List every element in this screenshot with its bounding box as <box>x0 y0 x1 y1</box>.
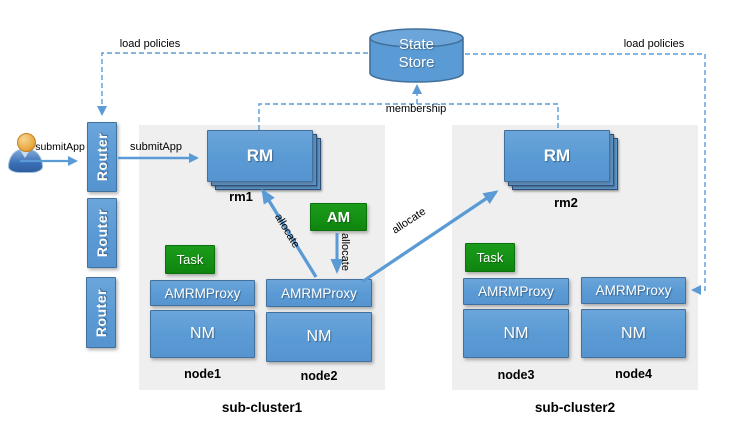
rm2-box: RM <box>504 130 610 182</box>
node1-name: node1 <box>184 367 221 381</box>
amrmproxy-label-node3: AMRMProxy <box>478 284 554 299</box>
rm1-name: rm1 <box>229 189 253 204</box>
sub-cluster2-label: sub-cluster2 <box>534 400 616 415</box>
sub-cluster1-label: sub-cluster1 <box>221 400 303 415</box>
amrmproxy-label-node1: AMRMProxy <box>164 285 241 301</box>
nm-box-node2: NM <box>266 312 372 362</box>
nm-box-node1: NM <box>150 310 255 358</box>
person-collar <box>20 150 30 158</box>
nm-box-node4: NM <box>581 309 686 358</box>
state-store-line1: State <box>398 36 435 53</box>
node3-name: node3 <box>497 368 535 382</box>
state-store-label: State Store <box>368 36 465 72</box>
person-head <box>17 133 36 152</box>
nm-box-node3: NM <box>463 309 569 358</box>
nm-label-node1: NM <box>190 325 215 342</box>
allocate-label-am: allocate <box>339 233 351 271</box>
load-policies-right-label: load policies <box>623 38 685 50</box>
database-icon <box>369 28 464 83</box>
router-label-3: Router <box>93 288 109 337</box>
nm-label-node3: NM <box>503 324 529 342</box>
nm-label-node4: NM <box>621 324 646 342</box>
node2-name: node2 <box>300 369 338 383</box>
amrmproxy-box-node3: AMRMProxy <box>463 278 569 305</box>
router-box-2: Router <box>87 198 117 268</box>
load-policies-left-label: load policies <box>119 38 181 50</box>
dashed-load-policies-left <box>97 52 368 116</box>
router-box-1: Router <box>87 122 117 192</box>
membership-label: membership <box>385 103 447 115</box>
rm2-label: RM <box>543 146 571 165</box>
nm-label-node2: NM <box>306 328 332 345</box>
am-box: AM <box>310 203 367 231</box>
submitapp-user-label: submitApp <box>35 141 85 153</box>
router-label-1: Router <box>94 132 110 182</box>
amrmproxy-label-node4: AMRMProxy <box>595 283 672 298</box>
node4-name: node4 <box>615 367 652 381</box>
router-box-3: Router <box>86 277 116 348</box>
task-label-node1: Task <box>176 252 204 267</box>
task-box-node1: Task <box>165 245 215 274</box>
task-label-node3: Task <box>476 250 504 265</box>
rm1-label: RM <box>246 146 274 165</box>
amrmproxy-box-node1: AMRMProxy <box>150 280 255 306</box>
router-label-2: Router <box>94 208 110 258</box>
rm2-name: rm2 <box>554 195 578 210</box>
amrmproxy-box-node4: AMRMProxy <box>581 277 686 304</box>
submitapp-router-label: submitApp <box>130 141 182 153</box>
allocate-label-right: allocate <box>389 205 429 237</box>
am-label: AM <box>326 208 351 226</box>
state-store-line2: Store <box>398 54 435 71</box>
rm1-box: RM <box>207 130 313 182</box>
amrmproxy-label-node2: AMRMProxy <box>281 285 357 301</box>
amrmproxy-box-node2: AMRMProxy <box>266 279 372 307</box>
task-box-node3: Task <box>465 243 515 272</box>
